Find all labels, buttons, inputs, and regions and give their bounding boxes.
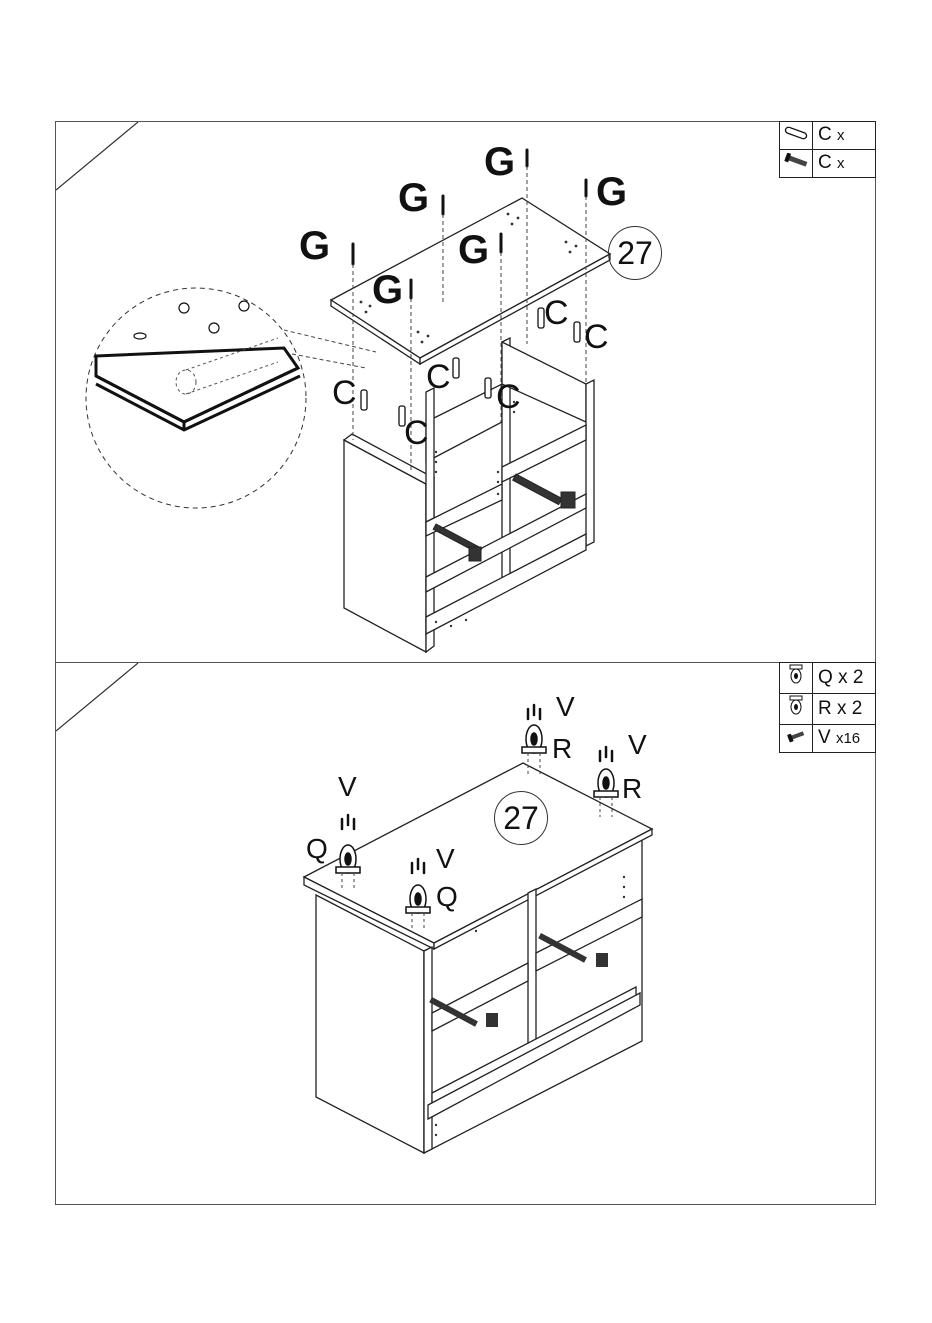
label-g: G [299,226,330,266]
label-g: G [372,270,403,310]
label-v: V [338,773,357,801]
legend-letter: V [818,727,831,748]
legend-qty: x16 [836,730,860,747]
label-r: R [622,775,642,803]
legend-qty: x 2 [838,667,863,688]
legend-letter: R [818,698,832,719]
assembly-step-bottom-panel: Q x 2 R x 2 V x16 27 V V V V Q Q R R [55,662,876,1205]
assembly-step-top-panel: C x C x 27 G G G G G G C C C C C C [55,121,876,663]
label-c: C [496,380,521,414]
legend-letter: Q [818,667,833,688]
label-r: R [552,735,572,763]
label-v: V [628,731,647,759]
dowel-icon [782,125,810,141]
parts-legend-bottom: Q x 2 R x 2 V x16 [779,662,876,753]
label-c: C [332,376,357,410]
step-number-circle: 27 [494,791,548,845]
legend-letter: C [818,152,832,173]
caster-brake-icon [784,663,808,685]
screw-icon [782,153,810,169]
legend-qty: x [837,127,845,144]
label-q: Q [436,883,458,911]
legend-qty: x [837,155,845,172]
label-v: V [556,693,575,721]
label-g: G [596,172,627,212]
label-c: C [584,320,609,354]
legend-qty: x 2 [837,698,862,719]
caster-icon [784,694,808,716]
step-number-circle: 27 [608,226,662,280]
cabinet-top-assembly-drawing [56,122,877,664]
legend-row-dowel: C x [780,122,876,150]
label-c: C [544,296,569,330]
label-g: G [458,230,489,270]
label-q: Q [306,835,328,863]
parts-legend-top: C x C x [779,121,876,178]
legend-row-screw: C x [780,150,876,178]
label-g: G [398,178,429,218]
legend-row-small-screw: V x16 [780,725,876,753]
label-v: V [436,845,455,873]
label-c: C [404,416,429,450]
label-g: G [484,142,515,182]
small-screw-icon [784,728,808,744]
legend-row-caster-brake: Q x 2 [780,663,876,694]
legend-row-caster: R x 2 [780,694,876,725]
label-c: C [426,360,451,394]
legend-letter: C [818,124,832,145]
cabinet-caster-assembly-drawing [56,663,877,1206]
